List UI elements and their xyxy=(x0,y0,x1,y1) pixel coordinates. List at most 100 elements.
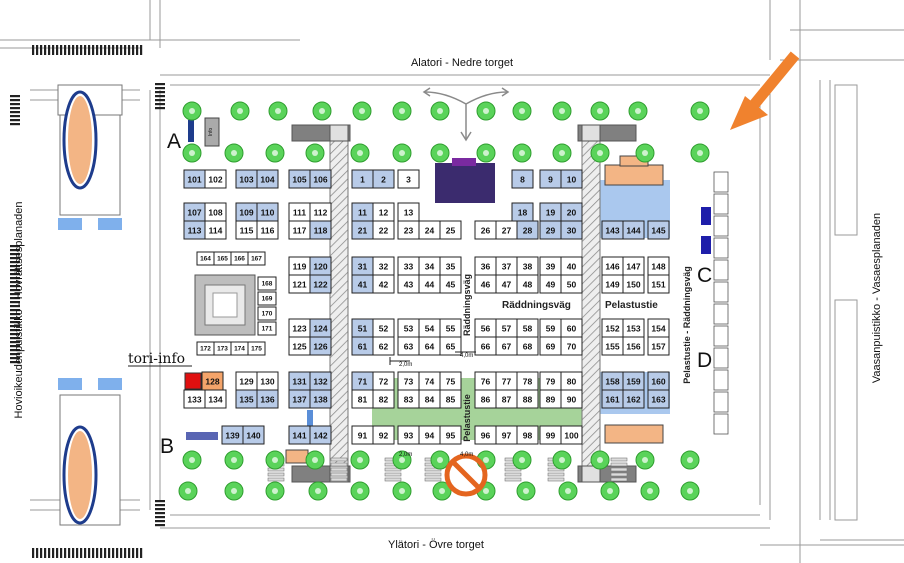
stall-100[interactable]: 100 xyxy=(560,425,583,445)
stall-97[interactable]: 97 xyxy=(495,425,518,445)
stall-90[interactable]: 90 xyxy=(560,389,583,409)
stall-88[interactable]: 88 xyxy=(516,389,539,409)
stall-10[interactable]: 10 xyxy=(560,169,583,189)
stall-84[interactable]: 84 xyxy=(418,389,441,409)
stall-35[interactable]: 35 xyxy=(439,256,462,276)
stall-36[interactable]: 36 xyxy=(474,256,497,276)
stall-148[interactable]: 148 xyxy=(647,256,670,276)
stall-167[interactable]: 167 xyxy=(247,251,266,266)
stall-81[interactable]: 81 xyxy=(351,389,374,409)
stall-130[interactable]: 130 xyxy=(256,371,279,391)
stall-69[interactable]: 69 xyxy=(539,336,562,356)
stall-99[interactable]: 99 xyxy=(539,425,562,445)
stall-21[interactable]: 21 xyxy=(351,220,374,240)
stall-158[interactable]: 158 xyxy=(601,371,624,391)
stall-105[interactable]: 105 xyxy=(288,169,311,189)
stall-63[interactable]: 63 xyxy=(397,336,420,356)
stall-103[interactable]: 103 xyxy=(235,169,258,189)
stall-9[interactable]: 9 xyxy=(539,169,562,189)
stall-162[interactable]: 162 xyxy=(622,389,645,409)
stall-34[interactable]: 34 xyxy=(418,256,441,276)
stall-92[interactable]: 92 xyxy=(372,425,395,445)
stall-62[interactable]: 62 xyxy=(372,336,395,356)
stall-119[interactable]: 119 xyxy=(288,256,311,276)
stall-53[interactable]: 53 xyxy=(397,318,420,338)
stall-107[interactable]: 107 xyxy=(183,202,206,222)
stall-55[interactable]: 55 xyxy=(439,318,462,338)
stall-122[interactable]: 122 xyxy=(309,274,332,294)
stall-165[interactable]: 165 xyxy=(213,251,232,266)
stall-75[interactable]: 75 xyxy=(439,371,462,391)
stall-166[interactable]: 166 xyxy=(230,251,249,266)
stall-124[interactable]: 124 xyxy=(309,318,332,338)
stall-49[interactable]: 49 xyxy=(539,274,562,294)
stall-52[interactable]: 52 xyxy=(372,318,395,338)
stall-94[interactable]: 94 xyxy=(418,425,441,445)
stall-89[interactable]: 89 xyxy=(539,389,562,409)
stall-87[interactable]: 87 xyxy=(495,389,518,409)
stall-171[interactable]: 171 xyxy=(257,321,277,336)
stall-61[interactable]: 61 xyxy=(351,336,374,356)
stall-143[interactable]: 143 xyxy=(601,220,624,240)
stall-154[interactable]: 154 xyxy=(647,318,670,338)
stall-133[interactable]: 133 xyxy=(183,389,206,409)
stall-57[interactable]: 57 xyxy=(495,318,518,338)
stall-73[interactable]: 73 xyxy=(397,371,420,391)
stall-161[interactable]: 161 xyxy=(601,389,624,409)
stall-12[interactable]: 12 xyxy=(372,202,395,222)
stall-39[interactable]: 39 xyxy=(539,256,562,276)
stall-123[interactable]: 123 xyxy=(288,318,311,338)
stall-45[interactable]: 45 xyxy=(439,274,462,294)
stall-83[interactable]: 83 xyxy=(397,389,420,409)
stall-153[interactable]: 153 xyxy=(622,318,645,338)
stall-41[interactable]: 41 xyxy=(351,274,374,294)
stall-47[interactable]: 47 xyxy=(495,274,518,294)
stall-115[interactable]: 115 xyxy=(235,220,258,240)
stall-2[interactable]: 2 xyxy=(372,169,395,189)
stall-56[interactable]: 56 xyxy=(474,318,497,338)
stall-64[interactable]: 64 xyxy=(418,336,441,356)
stall-156[interactable]: 156 xyxy=(622,336,645,356)
stall-142[interactable]: 142 xyxy=(309,425,332,445)
stall-37[interactable]: 37 xyxy=(495,256,518,276)
stall-82[interactable]: 82 xyxy=(372,389,395,409)
stall-25[interactable]: 25 xyxy=(439,220,462,240)
stall-40[interactable]: 40 xyxy=(560,256,583,276)
stall-173[interactable]: 173 xyxy=(213,341,232,356)
stall-68[interactable]: 68 xyxy=(516,336,539,356)
stall-170[interactable]: 170 xyxy=(257,306,277,321)
stall-59[interactable]: 59 xyxy=(539,318,562,338)
stall-146[interactable]: 146 xyxy=(601,256,624,276)
stall-155[interactable]: 155 xyxy=(601,336,624,356)
stall-104[interactable]: 104 xyxy=(256,169,279,189)
stall-175[interactable]: 175 xyxy=(247,341,266,356)
stall-1[interactable]: 1 xyxy=(351,169,374,189)
stall-50[interactable]: 50 xyxy=(560,274,583,294)
stall-19[interactable]: 19 xyxy=(539,202,562,222)
stall-114[interactable]: 114 xyxy=(204,220,227,240)
stall-140[interactable]: 140 xyxy=(242,425,265,445)
stall-48[interactable]: 48 xyxy=(516,274,539,294)
stall-18[interactable]: 18 xyxy=(511,202,534,222)
stall-32[interactable]: 32 xyxy=(372,256,395,276)
stall-44[interactable]: 44 xyxy=(418,274,441,294)
stall-136[interactable]: 136 xyxy=(256,389,279,409)
stall-109[interactable]: 109 xyxy=(235,202,258,222)
stall-51[interactable]: 51 xyxy=(351,318,374,338)
stall-118[interactable]: 118 xyxy=(309,220,332,240)
stall-20[interactable]: 20 xyxy=(560,202,583,222)
stall-27[interactable]: 27 xyxy=(495,220,518,240)
stall-86[interactable]: 86 xyxy=(474,389,497,409)
stall-120[interactable]: 120 xyxy=(309,256,332,276)
stall-23[interactable]: 23 xyxy=(397,220,420,240)
stall-150[interactable]: 150 xyxy=(622,274,645,294)
stall-70[interactable]: 70 xyxy=(560,336,583,356)
stall-149[interactable]: 149 xyxy=(601,274,624,294)
stall-29[interactable]: 29 xyxy=(539,220,562,240)
stall-121[interactable]: 121 xyxy=(288,274,311,294)
stall-71[interactable]: 71 xyxy=(351,371,374,391)
stall-101[interactable]: 101 xyxy=(183,169,206,189)
stall-160[interactable]: 160 xyxy=(647,371,670,391)
stall-58[interactable]: 58 xyxy=(516,318,539,338)
stall-131[interactable]: 131 xyxy=(288,371,311,391)
